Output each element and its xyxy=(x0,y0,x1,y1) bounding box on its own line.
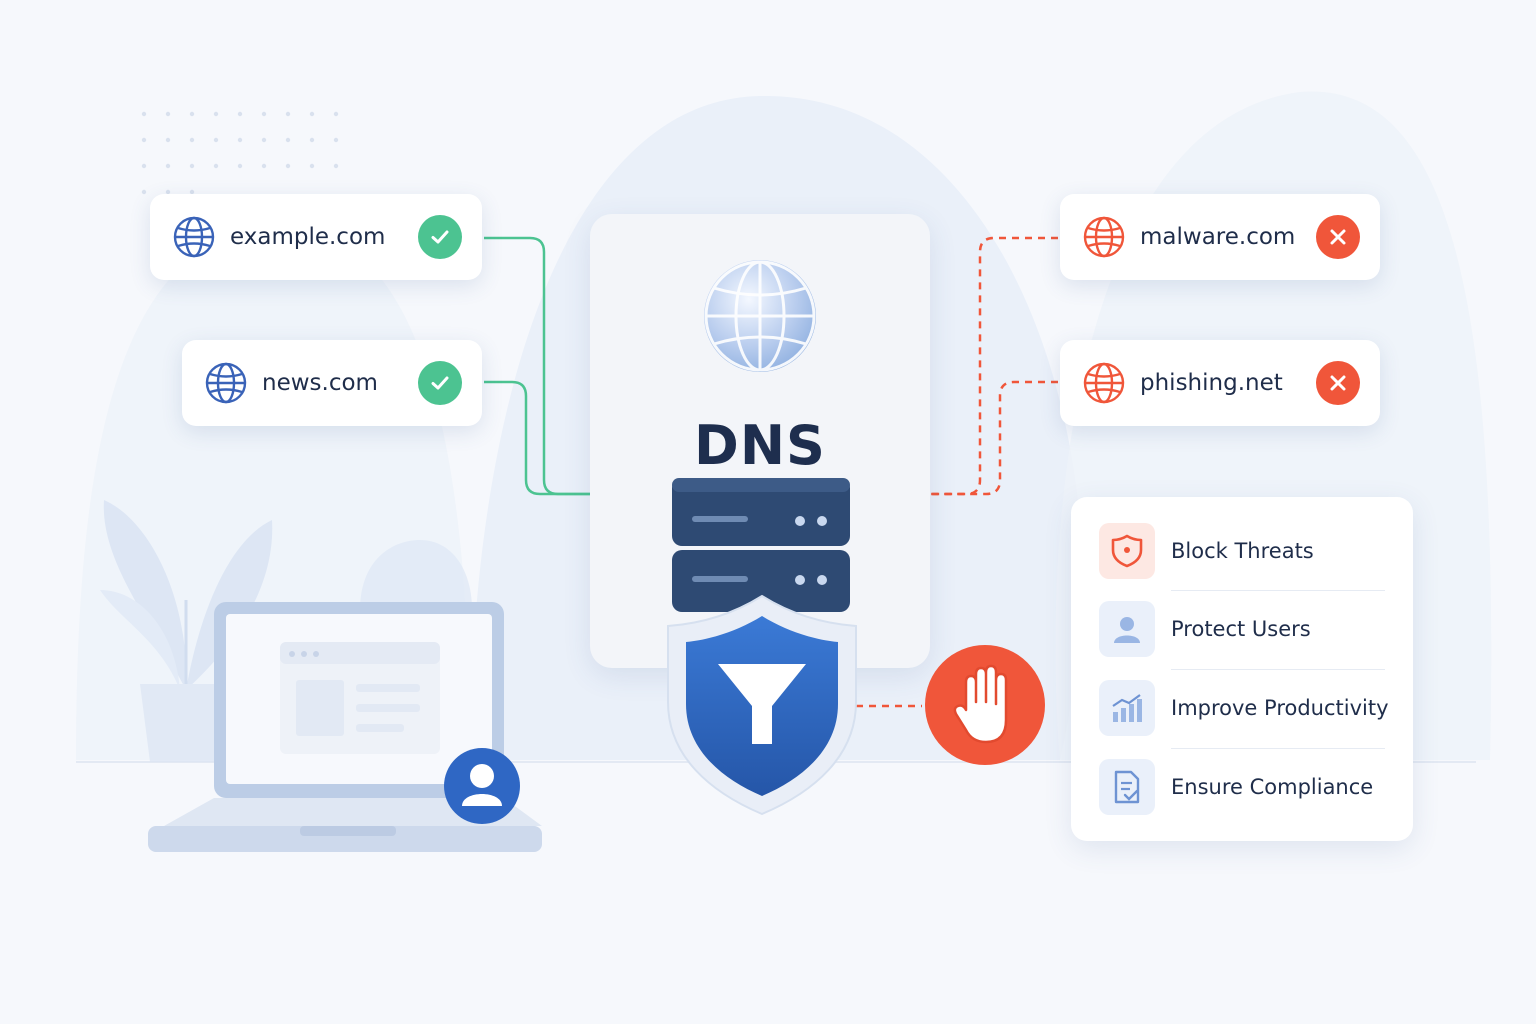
benefit-label: Block Threats xyxy=(1171,539,1314,563)
laptop-icon xyxy=(148,602,542,852)
blocked-connector xyxy=(930,380,1058,496)
globe-icon xyxy=(704,260,816,372)
divider xyxy=(1171,748,1385,749)
hand-stop-icon xyxy=(925,645,1045,765)
domain-name: news.com xyxy=(262,370,378,396)
domain-card-blocked: malware.com xyxy=(1060,194,1380,280)
globe-icon xyxy=(205,362,247,404)
check-icon xyxy=(418,361,462,405)
shield-filter-icon xyxy=(667,594,857,816)
domain-name: example.com xyxy=(230,224,386,250)
user-avatar-icon xyxy=(444,748,520,824)
dot-grid xyxy=(141,111,339,195)
benefit-item: Protect Users xyxy=(1099,601,1387,657)
benefit-label: Protect Users xyxy=(1171,617,1311,641)
domain-card-allowed: news.com xyxy=(182,340,482,426)
globe-icon xyxy=(173,216,215,258)
benefit-item: Improve Productivity xyxy=(1099,680,1389,736)
divider xyxy=(1171,590,1385,591)
user-icon xyxy=(1099,601,1155,657)
domain-name: malware.com xyxy=(1140,224,1296,250)
dns-title: DNS xyxy=(694,414,826,477)
benefit-label: Ensure Compliance xyxy=(1171,775,1374,799)
benefit-label: Improve Productivity xyxy=(1171,696,1389,720)
benefit-item: Block Threats xyxy=(1099,523,1387,579)
shield-icon xyxy=(1099,523,1155,579)
domain-name: phishing.net xyxy=(1140,370,1283,396)
domain-card-allowed: example.com xyxy=(150,194,482,280)
funnel-icon xyxy=(718,664,806,744)
check-icon xyxy=(418,215,462,259)
dns-server-icon xyxy=(672,478,850,612)
globe-icon xyxy=(1083,216,1125,258)
document-check-icon xyxy=(1099,759,1155,815)
close-icon xyxy=(1316,361,1360,405)
divider xyxy=(1171,669,1385,670)
domain-card-blocked: phishing.net xyxy=(1060,340,1380,426)
bar-chart-icon xyxy=(1099,680,1155,736)
allowed-connector xyxy=(484,380,600,496)
benefits-list: Block Threats Protect Users xyxy=(1071,497,1413,841)
close-icon xyxy=(1316,215,1360,259)
globe-icon xyxy=(1083,362,1125,404)
benefit-item: Ensure Compliance xyxy=(1099,759,1387,815)
